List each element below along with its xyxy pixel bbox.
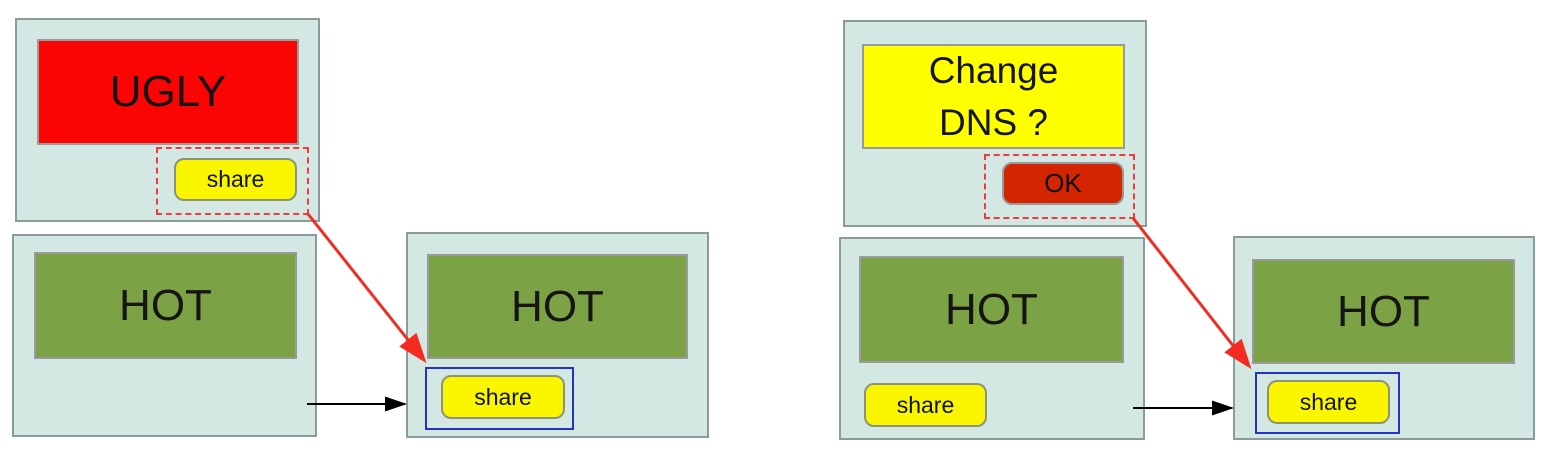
share-highlight-dashed-left xyxy=(156,147,309,215)
hot-screen-left-before-panel: HOT xyxy=(12,234,317,437)
share-button-ugly[interactable]: share xyxy=(174,158,297,201)
change-dns-note: Change DNS ? xyxy=(862,44,1125,149)
hot-screen-right-before-panel: HOT share xyxy=(839,237,1145,440)
hot-banner: HOT xyxy=(34,252,297,359)
hot-screen-left-after-panel: HOT share xyxy=(406,232,709,438)
hot-banner: HOT xyxy=(1252,259,1515,364)
ugly-screen-panel: UGLY share xyxy=(15,18,320,222)
share-highlight-blue-left xyxy=(425,367,574,430)
ok-button[interactable]: OK xyxy=(1002,162,1124,205)
hot-banner: HOT xyxy=(859,256,1124,363)
hot-screen-right-after-panel: HOT share xyxy=(1233,236,1535,440)
ok-highlight-dashed xyxy=(984,154,1135,219)
ugly-banner: UGLY xyxy=(37,39,299,145)
share-button-right-before[interactable]: share xyxy=(864,383,987,427)
hot-banner: HOT xyxy=(427,254,688,359)
share-highlight-blue-right xyxy=(1255,372,1400,434)
share-button-left-after[interactable]: share xyxy=(441,375,565,419)
share-button-right-after[interactable]: share xyxy=(1267,380,1390,424)
red-arrow-right xyxy=(1131,217,1252,370)
dns-screen-panel: Change DNS ? OK xyxy=(843,20,1147,227)
